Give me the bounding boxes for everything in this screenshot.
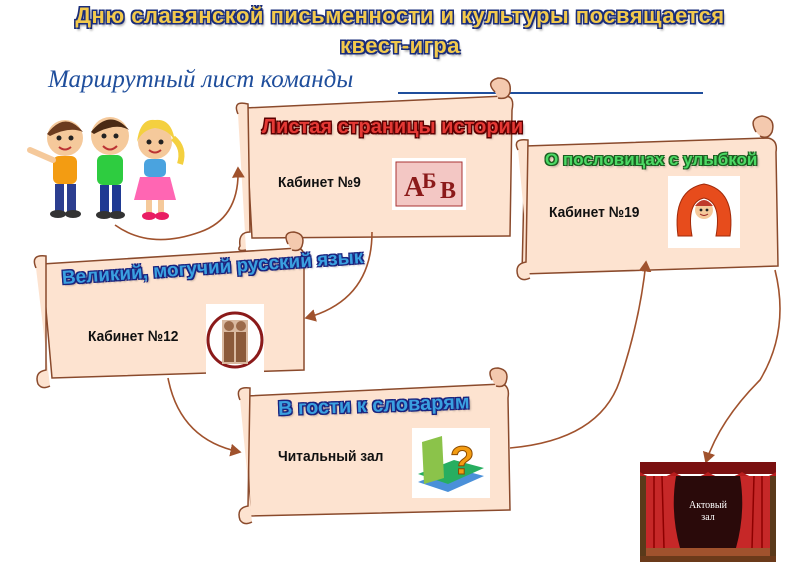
children-illustration <box>27 117 185 220</box>
team-name-line[interactable] <box>398 92 703 94</box>
route-arrows <box>114 166 781 464</box>
final-room-label: Актовый зал <box>675 500 741 524</box>
route-sheet-label: Маршрутный лист команды <box>48 66 354 93</box>
station-4-room: Читальный зал <box>278 448 384 465</box>
svg-text:?: ? <box>450 439 474 483</box>
svg-text:Б: Б <box>422 168 437 193</box>
station-1-title: Листая страницы истории <box>262 116 524 138</box>
page-title-line-2: квест-игра <box>340 33 460 58</box>
final-label-line-2: зал <box>701 512 715 523</box>
station-3-room: Кабинет №12 <box>88 328 179 345</box>
saints-cyril-methodius-icon <box>206 304 264 376</box>
station-1-room: Кабинет №9 <box>278 174 361 191</box>
horseshoe-emblem-icon <box>668 176 740 248</box>
svg-text:А: А <box>404 172 425 203</box>
theater-stage-icon <box>640 462 776 562</box>
page-title-line-1: Дню славянской письменности и культуры п… <box>75 3 725 28</box>
final-label-line-1: Актовый <box>689 500 727 511</box>
books-question-icon: ? <box>412 428 490 498</box>
svg-text:В: В <box>440 178 456 204</box>
station-2-title: О пословицах с улыбкой <box>545 150 758 169</box>
station-2-room: Кабинет №19 <box>549 204 640 221</box>
book-abv-icon: А Б В <box>392 158 466 210</box>
scroll-station-1 <box>235 77 514 252</box>
